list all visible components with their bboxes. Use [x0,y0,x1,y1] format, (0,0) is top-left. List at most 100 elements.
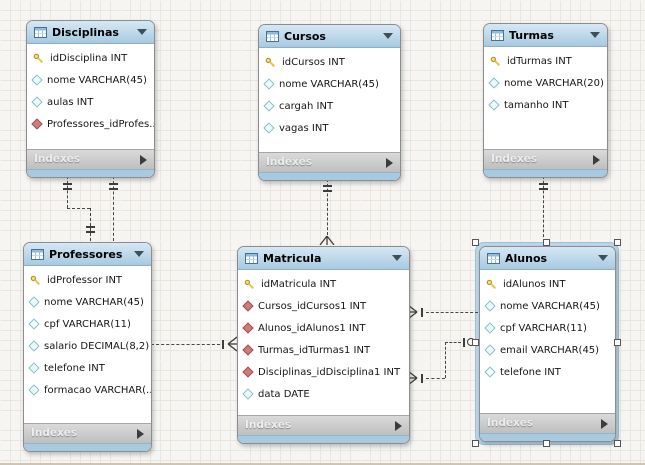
collapse-table-icon[interactable] [134,251,144,257]
column-row[interactable]: idDisciplina INT [27,47,154,69]
column-row[interactable]: nome VARCHAR(20) [484,72,607,94]
column-row[interactable]: idMatricula INT [238,273,409,295]
column-row[interactable]: cpf VARCHAR(11) [480,317,615,339]
relationship-matricula-alunos-segment[interactable] [426,378,445,379]
expand-indexes-icon[interactable] [137,428,144,439]
column-row[interactable]: Cursos_idCursos1 INT [238,295,409,317]
collapse-table-icon[interactable] [392,255,402,261]
column-row[interactable]: Turmas_idTurmas1 INT [238,339,409,361]
relationship-matricula-alunos-segment[interactable] [445,342,446,378]
column-row[interactable]: nome VARCHAR(45) [27,69,154,91]
column-row[interactable]: nome VARCHAR(45) [480,295,615,317]
expand-indexes-icon[interactable] [386,157,393,168]
table-columns: idTurmas INT nome VARCHAR(20) tamanho INT [484,47,607,149]
indexes-section[interactable]: Indexes [238,415,409,435]
cardinality-one-tick [108,188,118,190]
collapse-table-icon[interactable] [598,255,608,261]
column-row[interactable]: tamanho INT [484,94,607,116]
table-header[interactable]: Alunos [480,247,615,270]
column-row[interactable]: cargah INT [259,95,400,117]
column-row[interactable]: telefone INT [24,357,151,379]
selection-handle[interactable] [613,439,621,447]
relationship-disciplinas-professores-segment[interactable] [90,208,91,241]
selection-handle[interactable] [542,238,550,246]
table-header[interactable]: Cursos [259,25,400,48]
column-row[interactable]: data DATE [238,383,409,405]
table-header[interactable]: Disciplinas [27,21,154,44]
relationship-turmas-alunos-segment[interactable] [543,176,544,242]
selection-handle[interactable] [542,439,550,447]
cardinality-one-tick [463,337,465,347]
cardinality-one-tick [538,188,548,190]
selection-handle[interactable] [613,238,621,246]
selection-handle[interactable] [471,439,479,447]
column-row[interactable]: nome VARCHAR(45) [24,291,151,313]
expand-indexes-icon[interactable] [593,154,600,165]
relationship-cursos-matricula-segment[interactable] [327,179,328,235]
column-row[interactable]: formacao VARCHAR(... [24,379,151,401]
column-label: nome VARCHAR(20) [504,77,604,89]
column-row[interactable]: email VARCHAR(45) [480,339,615,361]
expand-indexes-icon[interactable] [140,154,147,165]
crow-foot-icon [319,235,335,245]
table-header[interactable]: Matricula [238,247,409,270]
collapse-table-icon[interactable] [590,32,600,38]
selection-handle[interactable] [471,238,479,246]
relationship-matricula-alunos-segment[interactable] [445,342,461,343]
indexes-label: Indexes [31,427,78,440]
table-icon [34,26,47,38]
column-icon [242,388,254,400]
selection-handle[interactable] [613,339,621,346]
cardinality-one-tick [538,183,548,185]
expand-indexes-icon[interactable] [395,420,402,431]
crow-foot-icon [227,336,237,352]
column-row[interactable]: cpf VARCHAR(11) [24,313,151,335]
column-row[interactable]: Disciplinas_idDisciplina1 INT [238,361,409,383]
indexes-section[interactable]: Indexes [259,152,400,172]
expand-indexes-icon[interactable] [601,418,608,429]
column-row[interactable]: idTurmas INT [484,50,607,72]
indexes-section[interactable]: Indexes [480,413,615,433]
column-label: email VARCHAR(45) [500,344,600,356]
table-icon [491,29,504,41]
indexes-section[interactable]: Indexes [27,149,154,169]
table-header[interactable]: Professores [24,243,151,266]
collapse-table-icon[interactable] [137,29,147,35]
column-row[interactable]: idProfessor INT [24,269,151,291]
collapse-table-icon[interactable] [383,33,393,39]
column-row[interactable]: idAlunos INT [480,273,615,295]
column-row[interactable]: nome VARCHAR(45) [259,73,400,95]
primary-key-icon [33,53,44,63]
relationship-disciplinas-professores-segment[interactable] [67,176,68,208]
foreign-key-icon [31,118,43,130]
column-row[interactable]: Alunos_idAlunos1 INT [238,317,409,339]
column-row[interactable]: telefone INT [480,361,615,383]
table-disciplinas[interactable]: Disciplinas idDisciplina INT nome VARCHAR(… [26,20,155,178]
column-label: nome VARCHAR(45) [47,74,147,86]
table-footer [24,443,151,451]
table-header[interactable]: Turmas [484,24,607,47]
indexes-section[interactable]: Indexes [24,423,151,443]
table-turmas[interactable]: Turmas idTurmas INT nome VARCHAR(20) tamanh… [483,23,608,178]
relationship-professores-matricula-segment[interactable] [151,344,220,345]
relationship-matricula-alunos-segment[interactable] [426,312,478,313]
table-footer [27,169,154,177]
indexes-section[interactable]: Indexes [484,149,607,169]
column-row[interactable]: vagas INT [259,117,400,139]
column-row[interactable]: idCursos INT [259,51,400,73]
column-label: idDisciplina INT [50,52,128,64]
table-columns: idDisciplina INT nome VARCHAR(45) aulas IN… [27,44,154,149]
column-row[interactable]: salario DECIMAL(8,2) [24,335,151,357]
table-footer [480,433,615,441]
relationship-disciplinas-professores-segment[interactable] [113,176,114,241]
column-row[interactable]: aulas INT [27,91,154,113]
column-row[interactable]: Professores_idProfes... [27,113,154,135]
selection-handle[interactable] [471,339,479,346]
relationship-disciplinas-professores-segment[interactable] [67,208,90,209]
cardinality-one-tick [322,190,332,192]
